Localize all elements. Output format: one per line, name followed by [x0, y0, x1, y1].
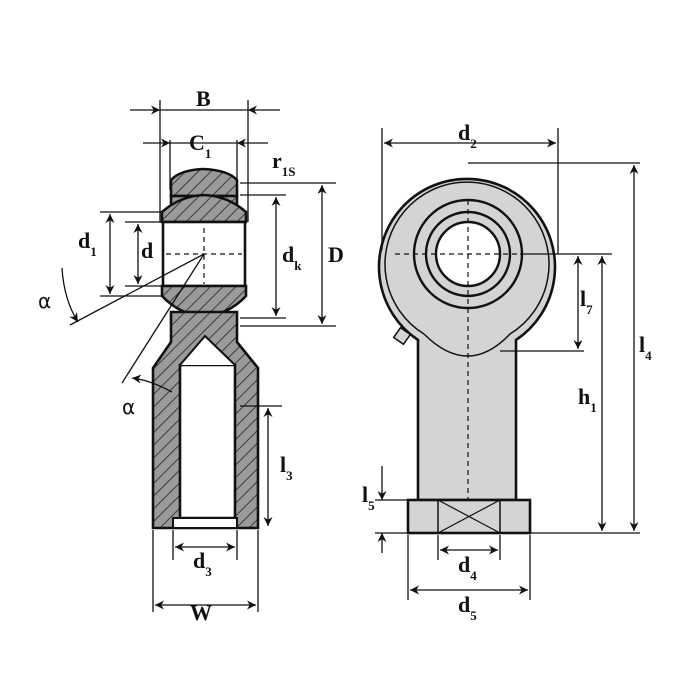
label-d1: d1 [78, 228, 97, 259]
label-d3: d3 [193, 548, 212, 579]
label-D: D [328, 242, 344, 267]
label-l3: l3 [280, 452, 293, 483]
front-dimensions [375, 128, 640, 600]
label-C1: C1 [189, 130, 211, 161]
section-dimensions [100, 100, 336, 612]
label-d2: d2 [458, 120, 477, 151]
dimension-labels: B C1 r1S d1 d dk D α α l3 d3 W d2 l7 h1 … [38, 86, 652, 625]
label-d4: d4 [458, 552, 477, 583]
label-d5: d5 [458, 592, 477, 623]
label-r1s: r1S [272, 148, 296, 179]
front-view [377, 177, 557, 535]
label-l7: l7 [580, 286, 593, 317]
label-dk: dk [282, 242, 302, 273]
label-h1: h1 [578, 384, 597, 415]
label-l4: l4 [639, 332, 652, 363]
label-alpha-2: α [122, 395, 135, 419]
grease-nipple [392, 326, 412, 346]
label-l5: l5 [362, 482, 375, 513]
label-W: W [190, 600, 212, 625]
section-view [61, 167, 260, 530]
label-alpha-1: α [38, 289, 51, 313]
label-B: B [196, 86, 211, 111]
label-d: d [141, 238, 153, 263]
